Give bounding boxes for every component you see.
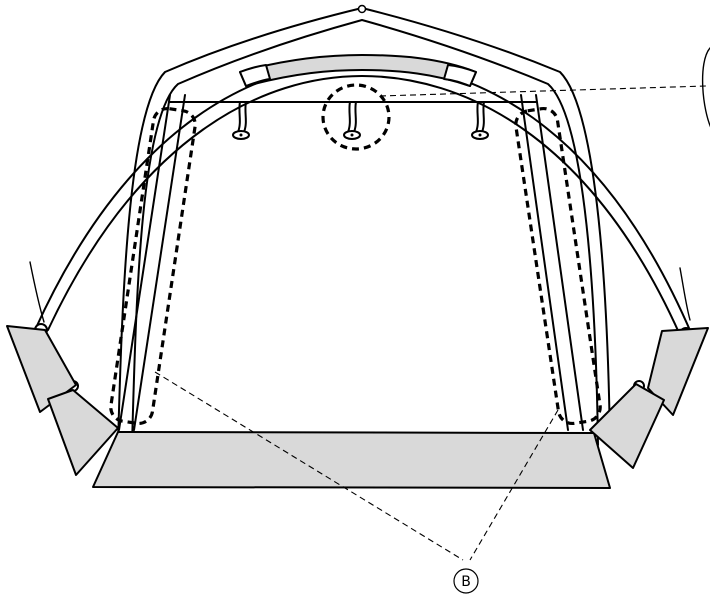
hanging-hooks [232,101,489,140]
callout-b-label: B [461,574,471,590]
outer-frame-arch [117,4,611,446]
corner-flap-left-upper [6,325,77,413]
highlight-center-hook [321,83,391,151]
detail-view-circle-partial [701,47,710,128]
arch-sleeve [239,54,477,87]
corner-flap-right-lower [589,383,665,469]
callout-b: B [453,568,479,594]
callout-b-circle [453,568,479,594]
floor [6,325,709,489]
floor-sheet [92,431,611,489]
hook-center [343,101,361,140]
hook-left [232,101,250,140]
leader-lines [154,85,707,561]
corner-flap-left-lower [47,389,119,476]
corner-flap-right-upper [647,327,709,416]
hook-right [471,101,489,140]
wall-poles [118,94,584,431]
highlight-left-pole [109,106,197,426]
